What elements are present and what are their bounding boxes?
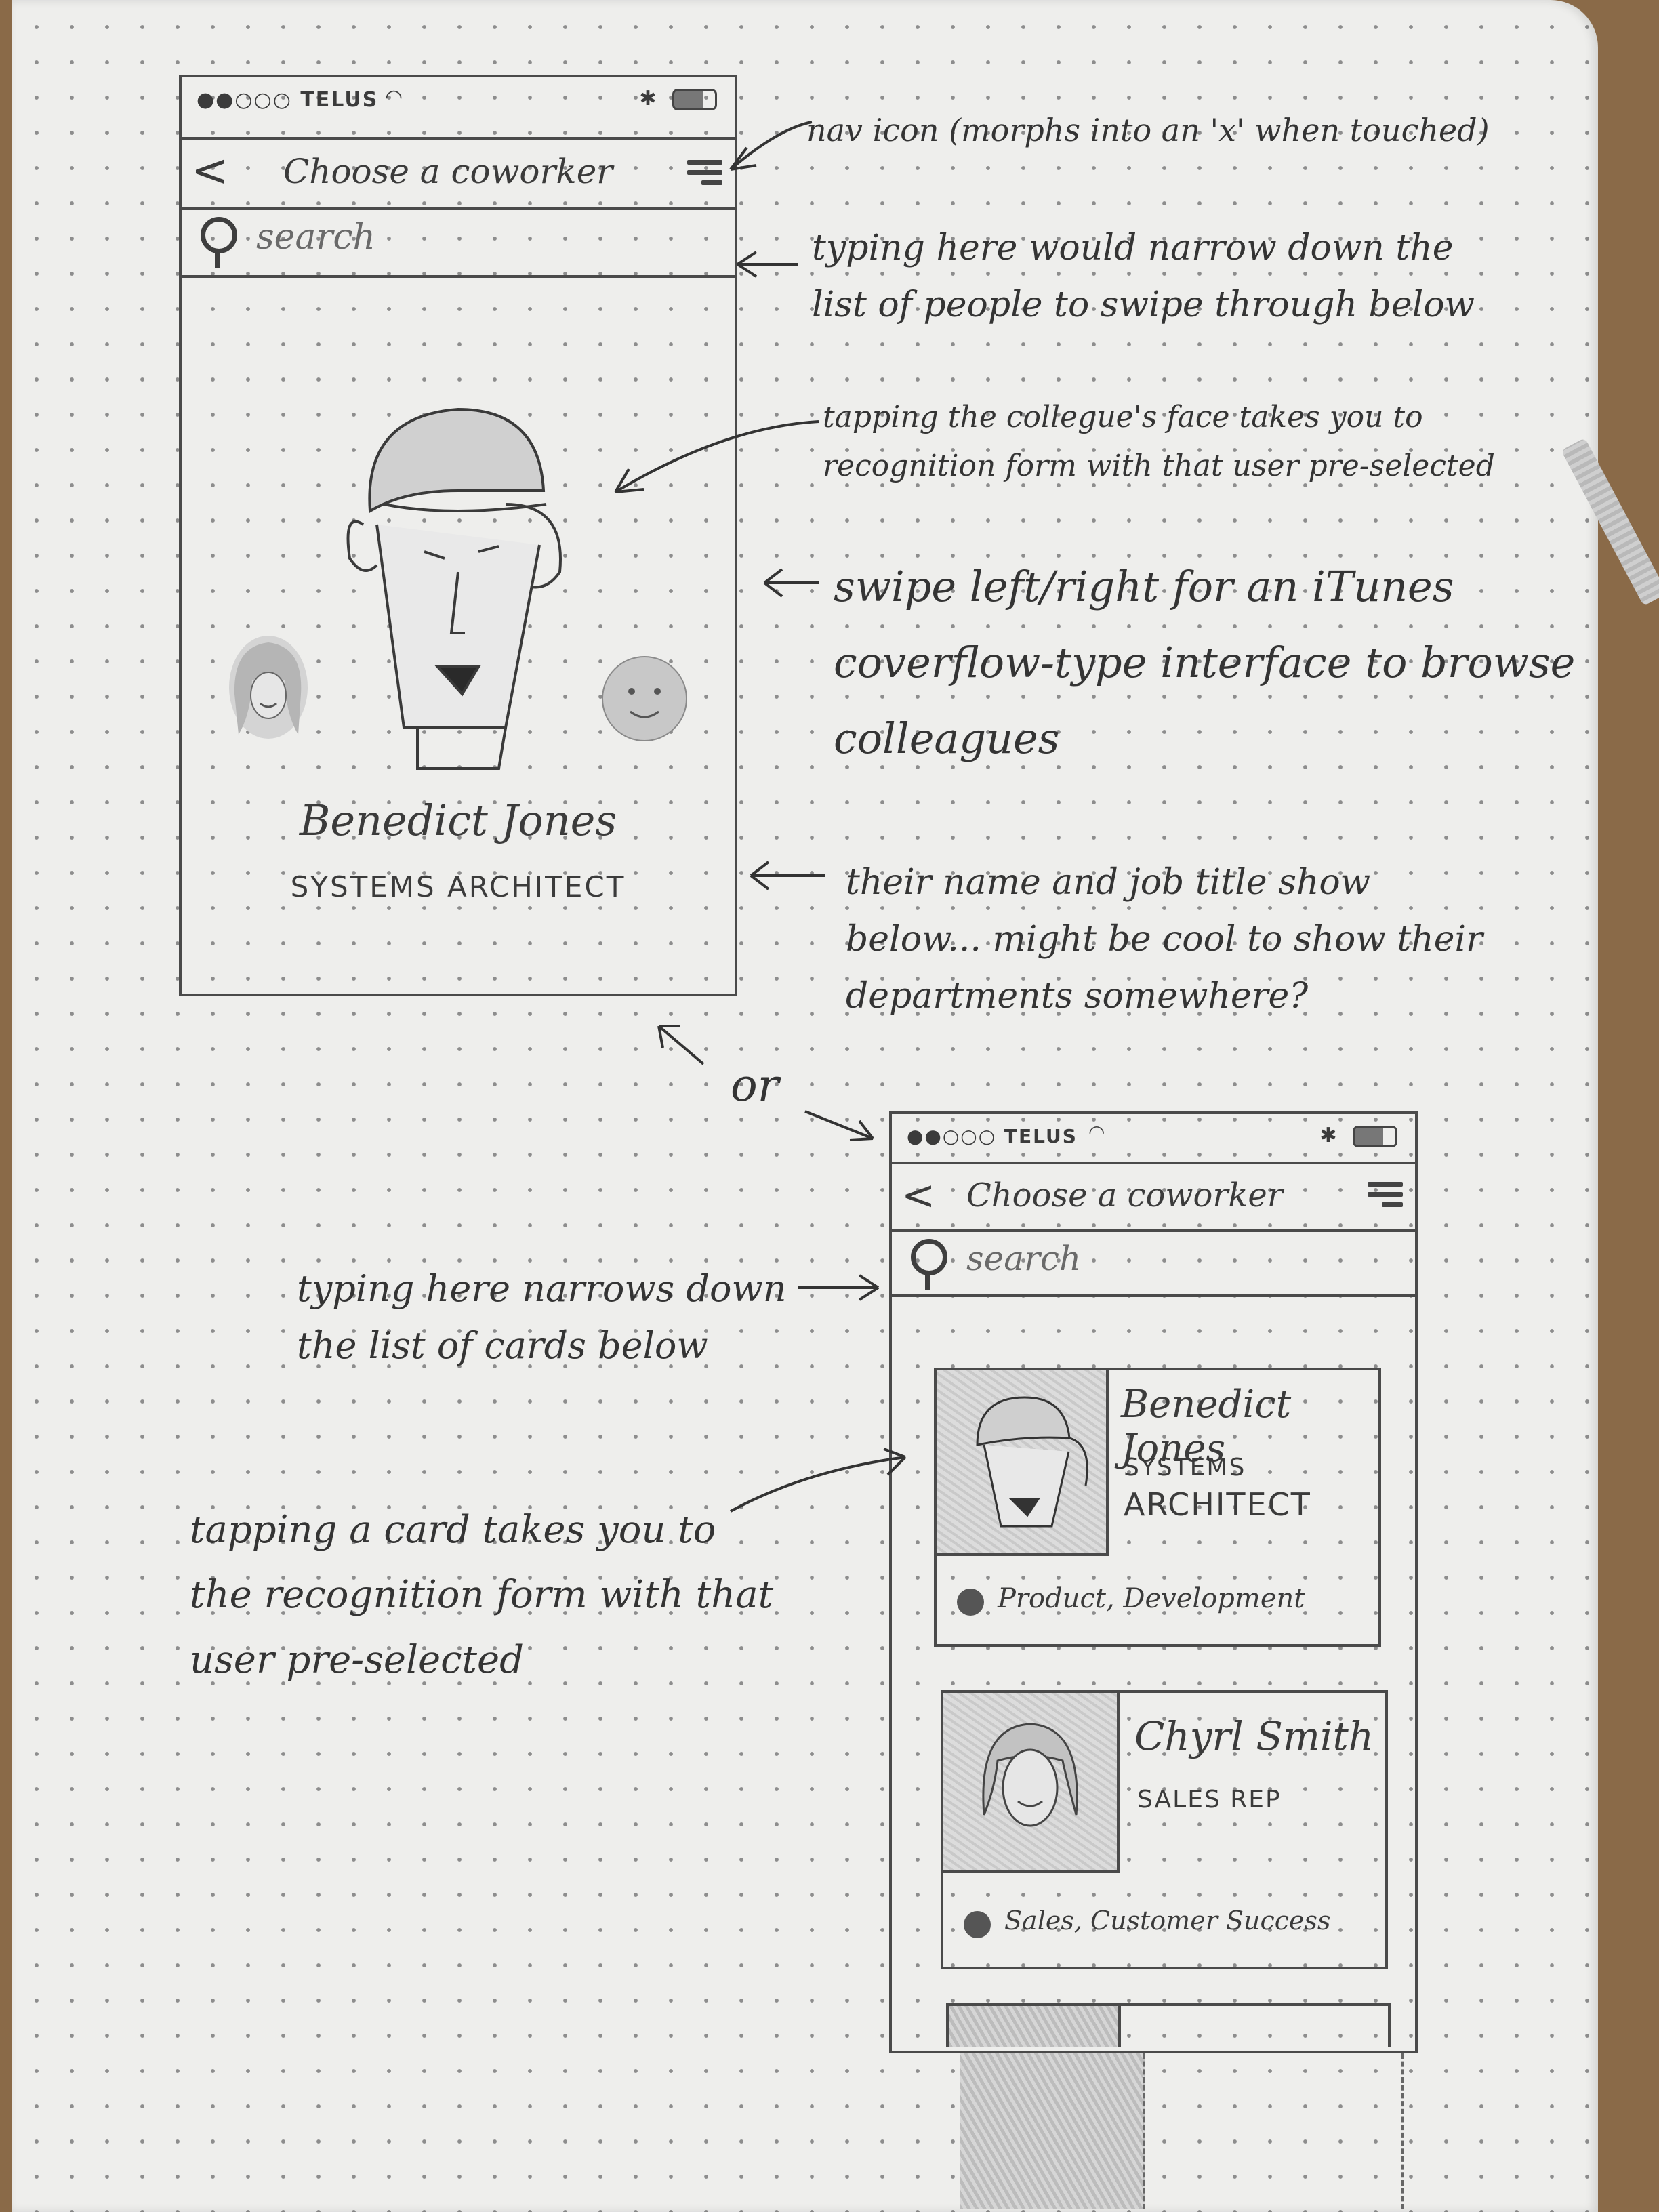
menu-icon[interactable] bbox=[1368, 1182, 1403, 1209]
avatar bbox=[976, 1396, 1088, 1528]
carrier-label: ●●○○○ TELUS bbox=[197, 88, 379, 112]
prev-colleague-face[interactable] bbox=[228, 633, 309, 741]
search-bar[interactable]: search bbox=[892, 1227, 1415, 1297]
avatar bbox=[982, 1723, 1078, 1827]
card-name: Benedict Jones bbox=[1121, 1382, 1292, 1471]
note-nav-icon: nav icon (morphs into an 'x' when touche… bbox=[806, 112, 1490, 148]
menu-icon[interactable] bbox=[687, 160, 722, 187]
arrow-swipe bbox=[763, 568, 819, 598]
search-icon bbox=[201, 217, 237, 268]
wifi-icon: ◠ bbox=[1088, 1121, 1105, 1143]
status-right: ✱ bbox=[1319, 1124, 1397, 1147]
carrier-label: ●●○○○ TELUS bbox=[907, 1125, 1078, 1147]
bluetooth-icon: ✱ bbox=[639, 87, 657, 110]
wifi-icon: ◠ bbox=[385, 85, 403, 109]
department-icon bbox=[964, 1911, 991, 1938]
card-departments: Product, Development bbox=[998, 1583, 1305, 1614]
next-colleague-face[interactable] bbox=[600, 655, 689, 743]
note-search-2: typing here narrows down the list of car… bbox=[297, 1267, 787, 1367]
status-bar: ●●○○○ TELUS ◠ ✱ bbox=[182, 77, 735, 131]
department-icon bbox=[957, 1589, 984, 1616]
note-face: tapping the collegue's face takes you to… bbox=[823, 400, 1495, 483]
card-title-line2: ARCHITECT bbox=[1124, 1486, 1311, 1523]
arrow-name bbox=[750, 861, 825, 890]
bluetooth-icon: ✱ bbox=[1319, 1124, 1337, 1147]
battery-icon bbox=[1353, 1125, 1397, 1147]
notebook-page: ●●○○○ TELUS ◠ ✱ < Choose a coworker sear… bbox=[12, 0, 1598, 2212]
status-bar: ●●○○○ TELUS ◠ ✱ bbox=[892, 1114, 1415, 1162]
back-chevron-icon[interactable]: < bbox=[191, 144, 229, 197]
status-right: ✱ bbox=[639, 87, 717, 110]
phone-card-list: ●●○○○ TELUS ◠ ✱ < Choose a coworker sear… bbox=[889, 1111, 1418, 2053]
card-title-line1: SYSTEMS bbox=[1124, 1454, 1246, 1481]
note-name: their name and job title show below... m… bbox=[846, 862, 1483, 1017]
card-name: Chyrl Smith bbox=[1134, 1713, 1374, 1759]
scroll-continuation-line bbox=[1401, 2053, 1404, 2209]
battery-icon bbox=[672, 88, 717, 110]
scroll-continuation bbox=[960, 2053, 1145, 2209]
search-bar[interactable]: search bbox=[182, 205, 735, 278]
or-label: or bbox=[731, 1059, 779, 1111]
arrow-or-up bbox=[657, 1025, 705, 1065]
next-card-peek bbox=[946, 2003, 1391, 2047]
arrow-nav-icon bbox=[729, 121, 813, 171]
back-chevron-icon[interactable]: < bbox=[901, 1172, 936, 1219]
card-photo bbox=[943, 1693, 1120, 1873]
nav-title: Choose a coworker bbox=[283, 152, 613, 191]
note-swipe: swipe left/right for an iTunes coverflow… bbox=[834, 562, 1576, 763]
search-input[interactable]: search bbox=[966, 1239, 1082, 1278]
card-title-line1: SALES REP bbox=[1137, 1786, 1282, 1814]
arrow-search-1 bbox=[736, 251, 798, 278]
arrow-card bbox=[730, 1448, 907, 1513]
coworker-card[interactable]: Benedict Jones SYSTEMS ARCHITECT Product… bbox=[934, 1368, 1381, 1647]
coworker-card[interactable]: Chyrl Smith SALES REP Sales, Customer Su… bbox=[941, 1690, 1388, 1969]
nav-title: Choose a coworker bbox=[966, 1176, 1283, 1214]
note-card: tapping a card takes you to the recognit… bbox=[190, 1508, 774, 1682]
card-departments: Sales, Customer Success bbox=[1004, 1906, 1331, 1936]
phone-coverflow: ●●○○○ TELUS ◠ ✱ < Choose a coworker sear… bbox=[179, 75, 737, 996]
colleague-face-large[interactable] bbox=[343, 389, 587, 809]
nav-bar: < Choose a coworker bbox=[892, 1162, 1415, 1232]
arrow-or-down bbox=[804, 1110, 874, 1141]
search-input[interactable]: search bbox=[256, 217, 375, 258]
card-photo bbox=[937, 1370, 1109, 1556]
colleague-job-title: SYSTEMS ARCHITECT bbox=[290, 870, 626, 903]
arrow-face bbox=[614, 420, 819, 493]
nav-bar: < Choose a coworker bbox=[182, 137, 735, 210]
arrow-search-2 bbox=[798, 1274, 880, 1301]
search-icon bbox=[911, 1239, 947, 1290]
colleague-name: Benedict Jones bbox=[299, 796, 617, 845]
note-search-1: typing here would narrow down the list o… bbox=[812, 228, 1475, 325]
